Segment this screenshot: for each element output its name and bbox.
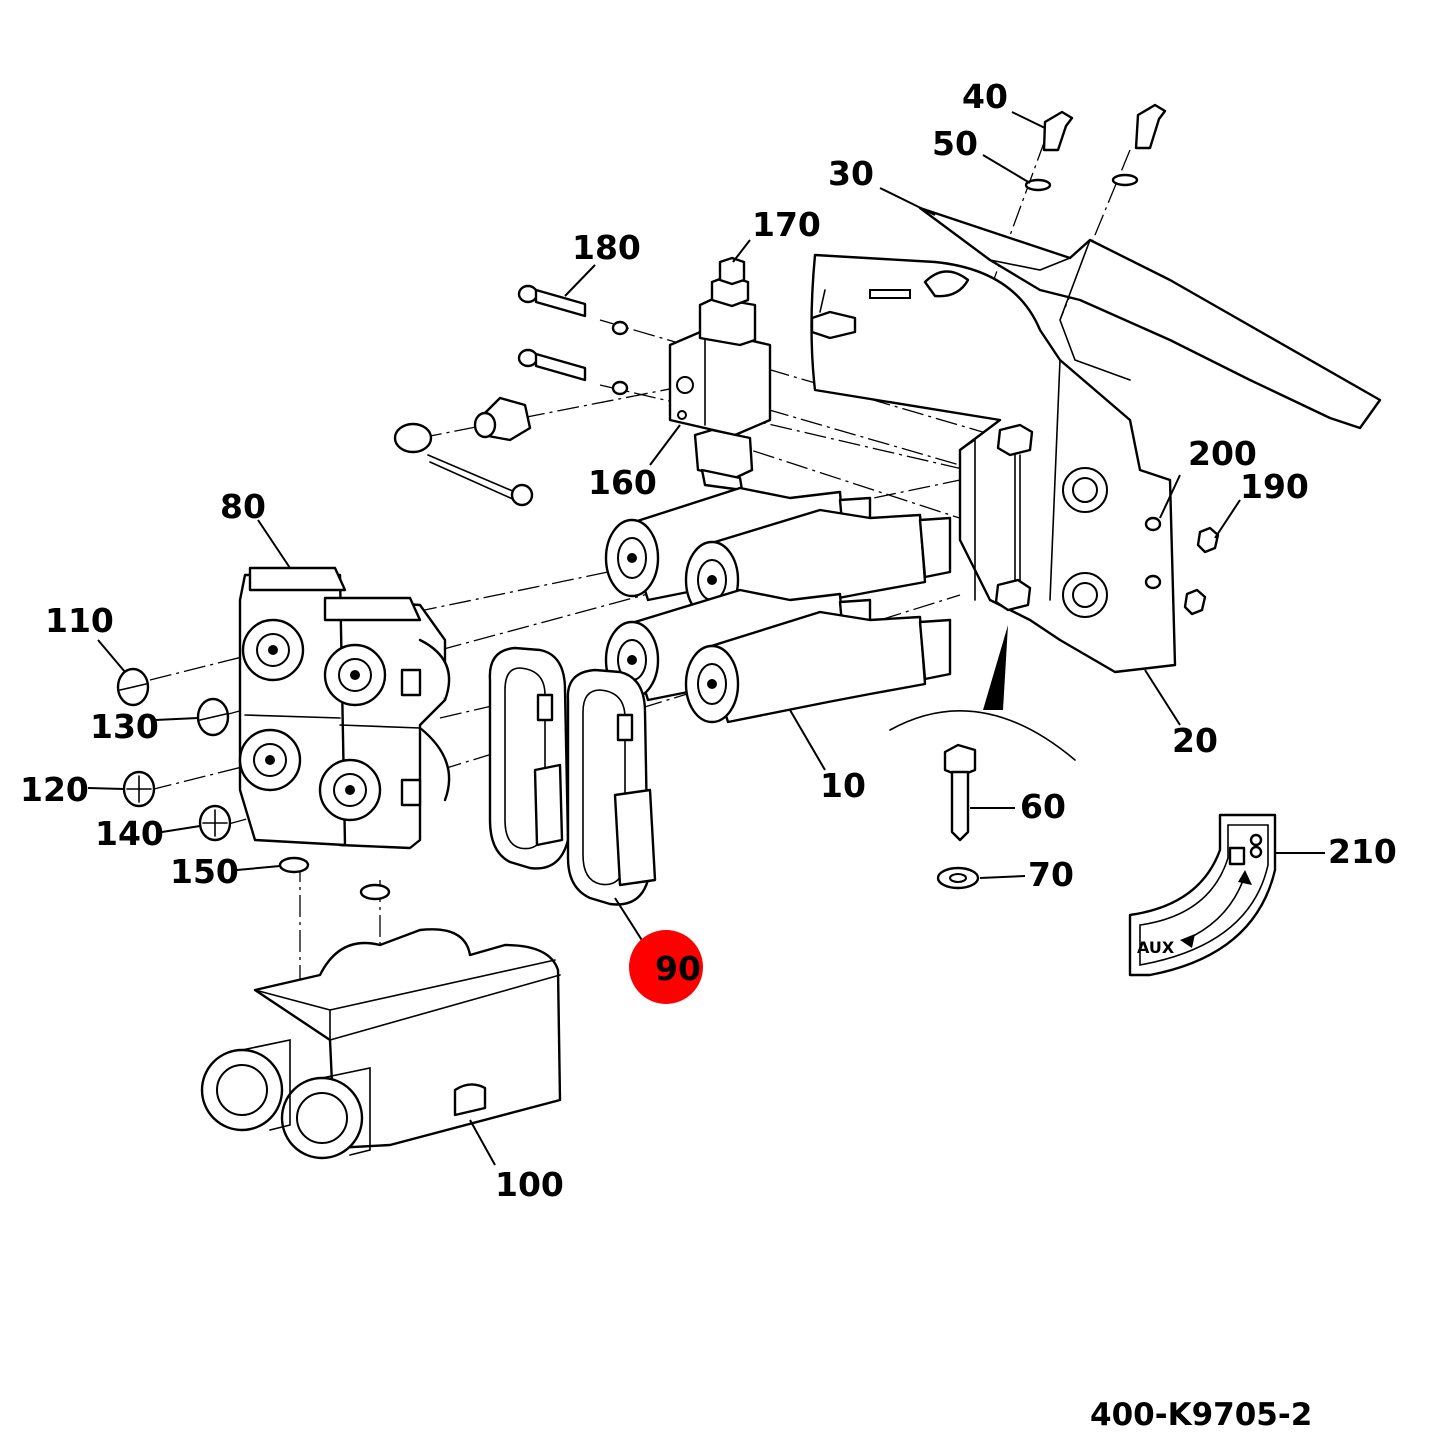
- highlight-marker-90: [629, 930, 703, 1004]
- bolt-detail: [889, 625, 1076, 890]
- callout-120: 120: [20, 770, 89, 809]
- callout-80: 80: [220, 487, 266, 526]
- shield-cover: [918, 206, 1382, 430]
- decal-label: AUX: [1137, 938, 1175, 957]
- callout-30: 30: [828, 154, 874, 193]
- nuts-and-washers: [1144, 516, 1220, 616]
- callout-130: 130: [90, 707, 159, 746]
- callout-210: 210: [1328, 832, 1397, 871]
- callout-20: 20: [1172, 721, 1218, 760]
- quick-couplers: [604, 486, 952, 724]
- callout-10: 10: [820, 766, 866, 805]
- plugs-and-washers: [116, 667, 391, 901]
- callout-labels: 40 50 30 170 180 160 200 190 80 110 130 …: [20, 77, 1397, 1204]
- callout-140: 140: [95, 814, 164, 853]
- coupler-bracket: [200, 928, 562, 1160]
- clevis-pins: [1024, 103, 1167, 192]
- callout-190: 190: [1240, 467, 1309, 506]
- coupler-manifold: [238, 566, 451, 850]
- callout-50: 50: [932, 124, 978, 163]
- callout-150: 150: [170, 852, 239, 891]
- callout-160: 160: [588, 463, 657, 502]
- coupler-lower-front: [684, 610, 952, 724]
- callout-90: 90: [655, 949, 701, 988]
- callout-180: 180: [572, 228, 641, 267]
- retaining-straps: [488, 646, 657, 906]
- drawing-number: 400-K9705-2: [1090, 1397, 1313, 1433]
- callout-70: 70: [1028, 855, 1074, 894]
- callout-40: 40: [962, 77, 1008, 116]
- callout-110: 110: [45, 601, 114, 640]
- aux-decal: AUX: [1128, 813, 1277, 977]
- leader-lines: [87, 111, 1325, 1166]
- callout-100: 100: [495, 1165, 564, 1204]
- callout-60: 60: [1020, 787, 1066, 826]
- callout-170: 170: [752, 205, 821, 244]
- selector-valve: [668, 256, 772, 492]
- bolts: [517, 284, 629, 396]
- detent-parts: [393, 396, 534, 507]
- callout-200: 200: [1188, 434, 1257, 473]
- mounting-plate: [810, 253, 1177, 674]
